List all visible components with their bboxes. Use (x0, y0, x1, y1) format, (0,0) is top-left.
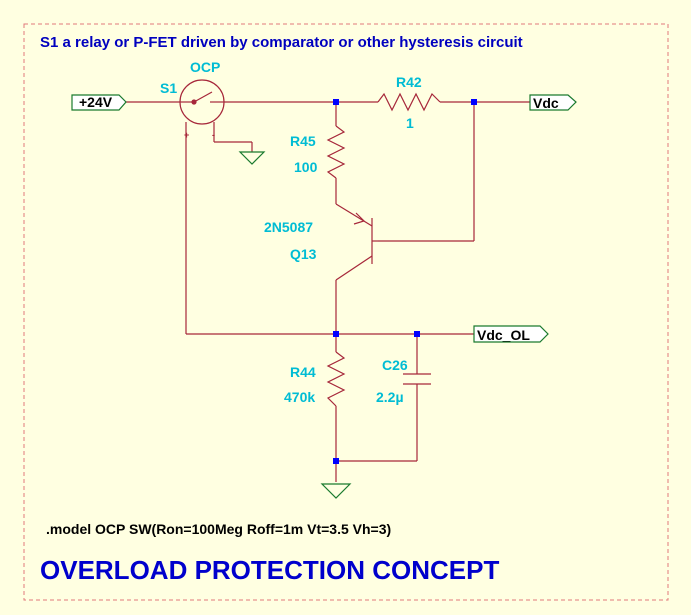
switch-model: OCP (190, 59, 220, 75)
q13-part: 2N5087 (264, 219, 313, 235)
net-label-vdc: Vdc (529, 94, 577, 111)
net-label-vdc-ol: Vdc_OL (473, 325, 549, 343)
junction-dot (414, 331, 420, 337)
q13-ref: Q13 (290, 246, 317, 262)
q13-emitter (335, 203, 373, 227)
r45-ref: R45 (290, 133, 316, 149)
junction-dot (333, 458, 339, 464)
junctions (333, 99, 477, 464)
r44-value: 470k (284, 389, 315, 405)
resistor-r45 (326, 125, 346, 179)
resistor-r44 (326, 351, 346, 407)
junction-dot (471, 99, 477, 105)
switch-ground-symbol (238, 151, 266, 165)
junction-dot (333, 331, 339, 337)
transistor-q13 (335, 203, 378, 281)
net-label-input-text: +24V (79, 94, 113, 110)
ground-symbol (320, 483, 352, 499)
net-label-vdc-ol-text: Vdc_OL (477, 327, 530, 343)
net-label-input: +24V (71, 94, 127, 111)
wires (126, 101, 530, 482)
model-directive: .model OCP SW(Ron=100Meg Roff=1m Vt=3.5 … (46, 521, 391, 537)
junction-dot (333, 99, 339, 105)
capacitor-c26 (403, 373, 431, 385)
r42-ref: R42 (396, 74, 422, 90)
q13-emitter-arrow (353, 212, 366, 225)
r44-ref: R44 (290, 364, 316, 380)
header-note: S1 a relay or P-FET driven by comparator… (40, 34, 523, 51)
c26-value: 2.2µ (376, 389, 404, 405)
c26-ref: C26 (382, 357, 408, 373)
r45-value: 100 (294, 159, 318, 175)
sheet-frame (23, 23, 669, 601)
net-label-vdc-text: Vdc (533, 95, 559, 111)
r42-value: 1 (406, 115, 414, 131)
resistor-r42 (377, 92, 441, 112)
switch-plus-pin: + (184, 130, 189, 140)
switch-minus-pin: - (212, 130, 215, 140)
switch-ref: S1 (160, 80, 177, 96)
diagram-title: OVERLOAD PROTECTION CONCEPT (40, 555, 499, 585)
switch-s1 (179, 79, 225, 134)
q13-collector (335, 255, 373, 281)
